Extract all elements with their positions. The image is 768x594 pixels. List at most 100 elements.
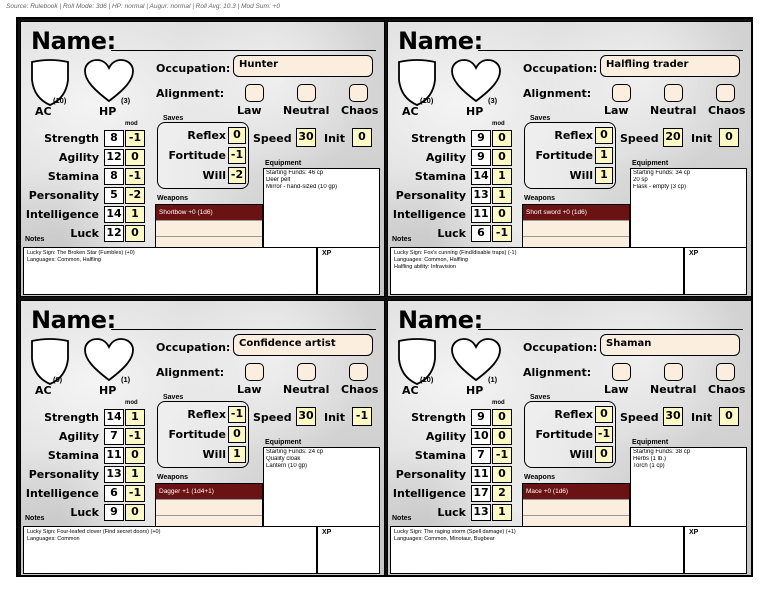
stat-modifier[interactable]: 0 (125, 225, 145, 242)
stat-modifier[interactable]: -1 (492, 225, 512, 242)
save-value[interactable]: 0 (228, 426, 246, 443)
stat-modifier[interactable]: 0 (492, 130, 512, 147)
xp-box[interactable]: XP (317, 526, 380, 574)
stat-modifier[interactable]: 1 (492, 168, 512, 185)
init-value[interactable]: 0 (719, 128, 739, 147)
xp-box[interactable]: XP (684, 247, 747, 295)
stat-value[interactable]: 5 (104, 187, 124, 204)
weapon-slot[interactable] (156, 221, 262, 237)
occupation-field[interactable]: Halfling trader (600, 55, 740, 77)
stat-value[interactable]: 8 (104, 168, 124, 185)
stat-modifier[interactable]: 0 (125, 504, 145, 521)
stat-modifier[interactable]: -1 (492, 447, 512, 464)
stat-modifier[interactable]: 1 (125, 206, 145, 223)
weapon-slot[interactable] (523, 221, 629, 237)
stat-modifier[interactable]: -1 (125, 168, 145, 185)
stat-modifier[interactable]: -2 (125, 187, 145, 204)
stat-value[interactable]: 7 (104, 428, 124, 445)
speed-value[interactable]: 20 (663, 128, 683, 147)
stat-modifier[interactable]: 0 (125, 447, 145, 464)
stat-modifier[interactable]: -1 (125, 130, 145, 147)
stat-value[interactable]: 14 (104, 206, 124, 223)
stat-value[interactable]: 13 (104, 466, 124, 483)
name-line[interactable] (478, 50, 743, 51)
speed-value[interactable]: 30 (296, 407, 316, 426)
stat-modifier[interactable]: 0 (125, 149, 145, 166)
stat-modifier[interactable]: 2 (492, 485, 512, 502)
stat-value[interactable]: 17 (471, 485, 491, 502)
stat-modifier[interactable]: 0 (492, 428, 512, 445)
stat-value[interactable]: 13 (471, 187, 491, 204)
xp-box[interactable]: XP (317, 247, 380, 295)
stat-value[interactable]: 12 (104, 225, 124, 242)
alignment-law-checkbox[interactable] (612, 363, 631, 381)
stat-value[interactable]: 14 (104, 409, 124, 426)
stat-value[interactable]: 9 (471, 130, 491, 147)
notes-box[interactable]: Lucky Sign: The Broken Star (Fumbles) (+… (23, 247, 317, 295)
weapon-slot[interactable] (523, 500, 629, 516)
weapon-slot[interactable]: Dagger +1 (1d4+1) (156, 484, 262, 500)
alignment-neutral-checkbox[interactable] (297, 363, 316, 381)
stat-value[interactable]: 7 (471, 447, 491, 464)
weapon-slot[interactable]: Shortbow +0 (1d6) (156, 205, 262, 221)
alignment-law-checkbox[interactable] (245, 363, 264, 381)
stat-value[interactable]: 14 (471, 168, 491, 185)
alignment-law-checkbox[interactable] (245, 84, 264, 102)
alignment-chaos-checkbox[interactable] (716, 363, 735, 381)
stat-value[interactable]: 11 (104, 447, 124, 464)
stat-modifier[interactable]: 1 (125, 409, 145, 426)
name-line[interactable] (478, 329, 743, 330)
stat-value[interactable]: 13 (471, 504, 491, 521)
notes-box[interactable]: Lucky Sign: Fox's cunning (Find/disable … (390, 247, 684, 295)
stat-modifier[interactable]: 0 (492, 149, 512, 166)
stat-value[interactable]: 9 (471, 409, 491, 426)
speed-value[interactable]: 30 (296, 128, 316, 147)
save-value[interactable]: -2 (228, 167, 246, 184)
stat-value[interactable]: 9 (471, 149, 491, 166)
alignment-neutral-checkbox[interactable] (664, 84, 683, 102)
alignment-chaos-checkbox[interactable] (716, 84, 735, 102)
init-value[interactable]: -1 (352, 407, 372, 426)
save-value[interactable]: 1 (595, 167, 613, 184)
stat-modifier[interactable]: 0 (492, 466, 512, 483)
save-value[interactable]: 1 (595, 147, 613, 164)
save-value[interactable]: 0 (228, 127, 246, 144)
occupation-field[interactable]: Shaman (600, 334, 740, 356)
stat-value[interactable]: 12 (104, 149, 124, 166)
save-value[interactable]: 1 (228, 446, 246, 463)
stat-value[interactable]: 11 (471, 466, 491, 483)
stat-modifier[interactable]: 0 (492, 206, 512, 223)
alignment-chaos-checkbox[interactable] (349, 363, 368, 381)
init-value[interactable]: 0 (719, 407, 739, 426)
name-line[interactable] (111, 50, 376, 51)
stat-value[interactable]: 11 (471, 206, 491, 223)
init-value[interactable]: 0 (352, 128, 372, 147)
weapon-slot[interactable] (156, 500, 262, 516)
stat-modifier[interactable]: 0 (492, 409, 512, 426)
alignment-law-checkbox[interactable] (612, 84, 631, 102)
save-value[interactable]: 0 (595, 406, 613, 423)
alignment-neutral-checkbox[interactable] (297, 84, 316, 102)
stat-modifier[interactable]: 1 (125, 466, 145, 483)
occupation-field[interactable]: Hunter (233, 55, 373, 77)
stat-modifier[interactable]: 1 (492, 504, 512, 521)
stat-value[interactable]: 8 (104, 130, 124, 147)
save-value[interactable]: 0 (595, 446, 613, 463)
xp-box[interactable]: XP (684, 526, 747, 574)
stat-value[interactable]: 9 (104, 504, 124, 521)
stat-modifier[interactable]: 1 (492, 187, 512, 204)
name-line[interactable] (111, 329, 376, 330)
alignment-neutral-checkbox[interactable] (664, 363, 683, 381)
save-value[interactable]: -1 (595, 426, 613, 443)
save-value[interactable]: 0 (595, 127, 613, 144)
stat-value[interactable]: 10 (471, 428, 491, 445)
stat-modifier[interactable]: -1 (125, 428, 145, 445)
speed-value[interactable]: 30 (663, 407, 683, 426)
weapon-slot[interactable]: Short sword +0 (1d6) (523, 205, 629, 221)
notes-box[interactable]: Lucky Sign: Four-leafed clover (Find sec… (23, 526, 317, 574)
stat-value[interactable]: 6 (104, 485, 124, 502)
